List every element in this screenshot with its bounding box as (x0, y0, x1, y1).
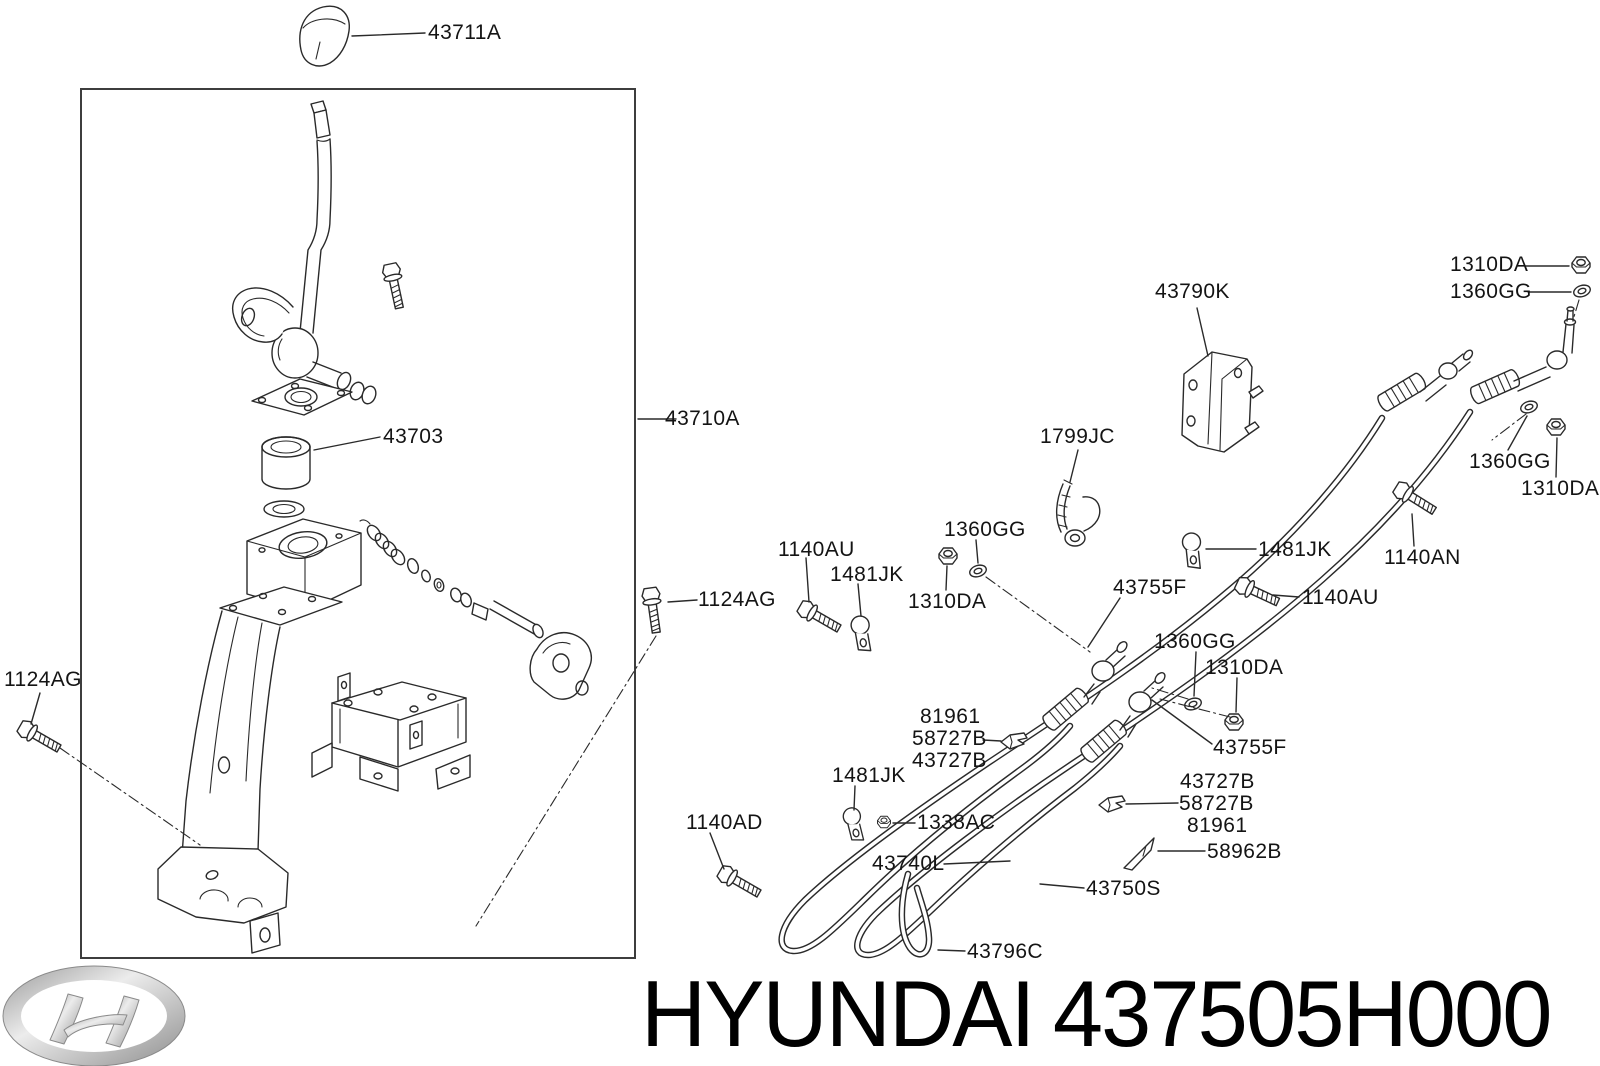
washer-icon (967, 562, 989, 580)
part-label-bolt-ad: 1140AD (686, 811, 763, 834)
assembly-axis-lines (985, 299, 1580, 718)
part-label-nut-right: 1310DA (1521, 477, 1600, 500)
cable-boot-icon (1039, 685, 1092, 733)
cable-boot-icon (1077, 717, 1130, 765)
part-label-washer-top: 1360GG (1450, 280, 1532, 303)
part-label-select-cable: 43740L (872, 852, 945, 875)
part-label-cable-tie: 1799JC (1040, 425, 1115, 448)
nut-icon (938, 547, 958, 565)
part-label-shift-cable: 43750S (1086, 877, 1161, 900)
ball-stud-icon (1083, 641, 1128, 705)
part-label-lever-assembly: 43710A (665, 407, 740, 430)
shift-cable-drawing (854, 408, 1474, 959)
cable-boot-icon (1467, 367, 1523, 406)
part-label-bolt-mount-left: 1124AG (4, 668, 82, 691)
washer-icon (1571, 282, 1593, 300)
bolt-icon (714, 862, 765, 902)
bolt-icon (640, 586, 666, 635)
part-label-bolt-an: 1140AN (1384, 546, 1461, 569)
cable-grommet-drawing (898, 870, 933, 958)
lever-assembly-box (80, 88, 636, 959)
part-label-shift-knob: 43711A (428, 21, 502, 44)
part-label-nut-mid: 1310DA (1205, 656, 1284, 679)
part-label-clamp-mid: 1481JK (1258, 538, 1332, 561)
part-label-retainer-center-b: 58727B (912, 727, 987, 750)
part-label-retainer-right-a: 43727B (1180, 770, 1255, 793)
part-label-retainer-center-a: 81961 (920, 705, 981, 728)
lower-bracket-drawing (311, 672, 471, 792)
bolt-icon (794, 597, 845, 637)
hyundai-logo (2, 965, 186, 1066)
part-label-washer-mid: 1360GG (1154, 630, 1236, 653)
catalog-part-number: 437505H000 (1052, 961, 1553, 1066)
part-label-retainer-center-c: 43727B (912, 749, 987, 772)
brand-name: HYUNDAI (641, 961, 1036, 1066)
part-label-retainer-right-c: 81961 (1187, 814, 1248, 837)
ball-stud-icon (1419, 349, 1474, 402)
part-label-bolt-right: 1140AU (1302, 586, 1379, 609)
part-label-nut-upper-mid: 1310DA (908, 590, 987, 613)
clamp-icon (1180, 531, 1204, 571)
part-label-nut-top: 1310DA (1450, 253, 1529, 276)
part-label-clamp-lower: 1481JK (832, 764, 906, 787)
part-label-clamp-upper: 1481JK (830, 563, 904, 586)
nut-icon (1546, 418, 1566, 436)
retainer-clip-icon (1098, 795, 1126, 813)
ball-stud-icon (1513, 306, 1577, 392)
part-label-bushing: 43703 (383, 425, 444, 448)
part-label-bolt-mount-right: 1124AG (698, 588, 776, 611)
part-label-washer-right: 1360GG (1469, 450, 1551, 473)
bolt-icon (1232, 574, 1283, 611)
bolt-icon (14, 717, 65, 757)
part-label-cable-grommet: 43796C (967, 940, 1043, 963)
leader-lines (30, 32, 1572, 952)
part-label-ball-joint-lower: 43755F (1213, 736, 1287, 759)
part-label-washer-upper-mid: 1360GG (944, 518, 1026, 541)
flag-clip-icon (1123, 837, 1155, 871)
washer-icon (1518, 398, 1540, 416)
nut-icon (1571, 256, 1591, 274)
clamp-icon (840, 805, 868, 845)
part-label-retainer-flag: 58962B (1207, 840, 1282, 863)
bolt-icon (380, 261, 409, 311)
select-cable-drawing (778, 414, 1386, 955)
part-label-ball-joint-upper: 43755F (1113, 576, 1187, 599)
spring-icon (359, 519, 406, 566)
part-label-nut-small: 1338AC (917, 811, 996, 834)
part-label-mounting-bracket: 43790K (1155, 280, 1230, 303)
assembly-axis-line (59, 747, 201, 846)
part-label-retainer-right-b: 58727B (1179, 792, 1254, 815)
mounting-bracket-drawing (1181, 351, 1264, 453)
clamp-icon (849, 613, 875, 654)
nut-icon (877, 815, 891, 829)
part-label-bolt-upper-mid: 1140AU (778, 538, 855, 561)
cable-tie-icon (1056, 479, 1101, 547)
shift-lever-drawing (231, 100, 377, 405)
ball-stud-icon (1119, 672, 1166, 738)
support-bracket-drawing (157, 586, 343, 954)
shift-knob-drawing (299, 5, 350, 67)
pivot-bushing-icon (349, 381, 377, 405)
assembly-axis-line (475, 635, 657, 927)
